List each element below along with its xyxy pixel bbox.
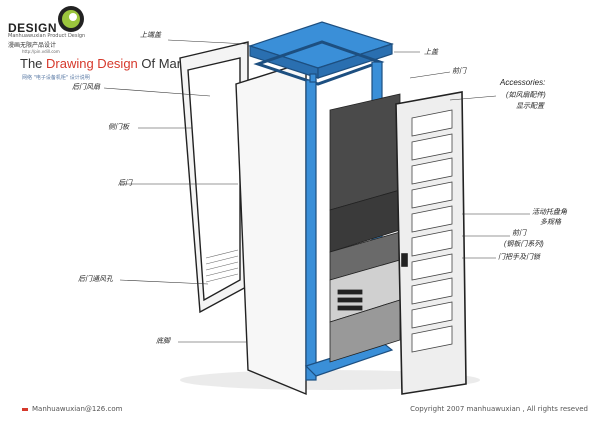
footer-accent-bar — [22, 408, 28, 411]
label-accessories: Accessories: — [500, 78, 546, 87]
label-adjustable-shelf: 活动托盘角 — [532, 209, 567, 216]
label-rear-door: 后门 — [118, 180, 132, 187]
label-side-door: 前门 — [452, 68, 466, 75]
headline-accent: Drawing Design — [46, 56, 138, 71]
brand-subtitle: Manhuawuxian Product Design — [8, 33, 86, 39]
label-adjustable-shelf-2: 多规格 — [540, 219, 561, 226]
label-top-cover: 上端盖 — [140, 32, 161, 39]
label-side-panel: 侧门板 — [108, 124, 129, 131]
label-accessories-line3: 显示配置 — [516, 103, 544, 110]
label-rear-vent: 后门通风孔 — [78, 276, 113, 283]
label-top-plate: 上盖 — [424, 49, 438, 56]
equipment-rack — [329, 93, 401, 363]
contact-email[interactable]: Manhuawuxian@126.com — [32, 405, 123, 413]
label-rear-exhaust: 后门风扇 — [72, 84, 100, 91]
side-panel — [235, 61, 307, 396]
brand-chinese-name: 漫画无限产品设计 — [8, 42, 57, 49]
label-accessories-line2: (如风扇配件) — [506, 92, 546, 99]
label-front-door: 前门 — [512, 230, 526, 237]
label-door-handle: 门把手及门锁 — [498, 254, 540, 261]
caption: 网络 "电子设备机柜" 设计说明 — [22, 75, 90, 81]
label-base: 底脚 — [156, 338, 170, 345]
front-door — [395, 91, 467, 395]
headline-prefix: The — [20, 56, 47, 71]
website-url[interactable]: http://pin.vdill.com — [22, 49, 60, 54]
rear-door — [179, 41, 249, 314]
label-front-door-note: (钢板门系列) — [504, 241, 544, 248]
copyright-notice: Copyright 2007 manhuawuxian , All rights… — [410, 405, 588, 413]
eye-logo-icon — [58, 6, 84, 32]
brand-logo-text: DESIGN — [8, 21, 58, 35]
